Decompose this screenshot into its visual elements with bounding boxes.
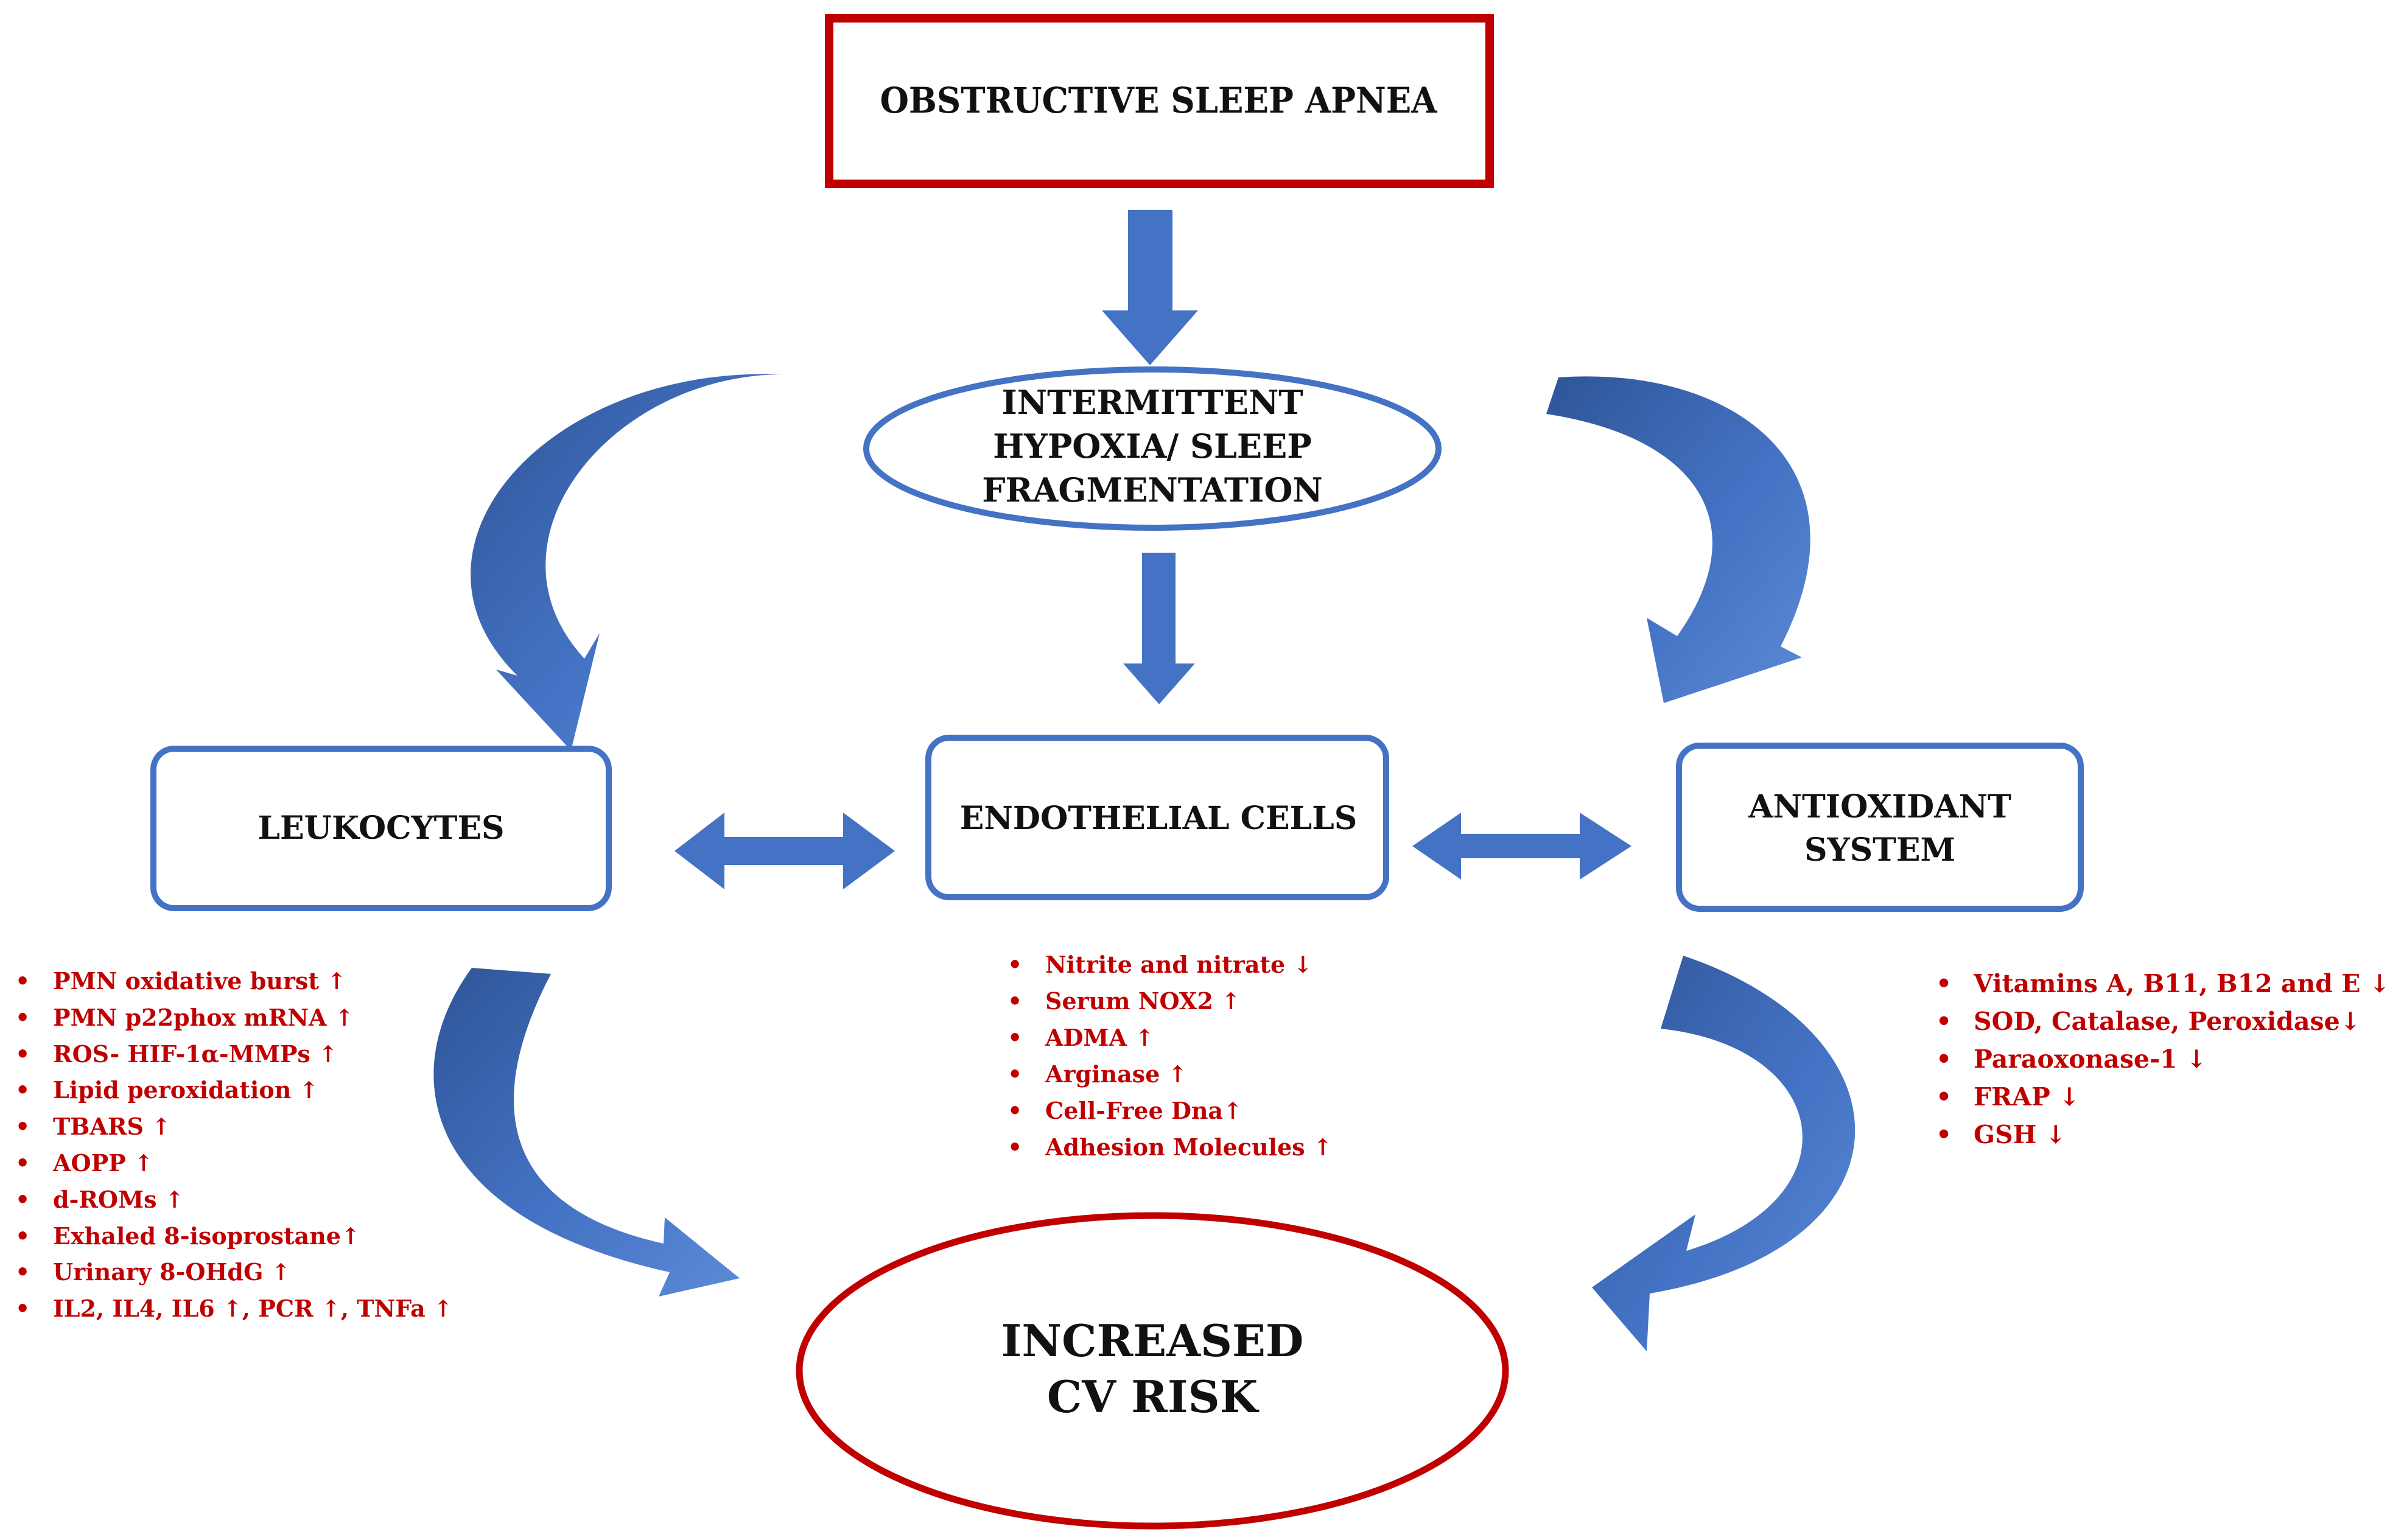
hypoxia-line-2: HYPOXIA/ SLEEP <box>993 427 1312 466</box>
cv-risk-line-1: INCREASED <box>1001 1315 1304 1367</box>
antioxidant-markers-list: Vitamins A, B11, B12 and E ↓ SOD, Catala… <box>1936 965 2390 1153</box>
list-item: ADMA ↑ <box>1008 1020 1333 1056</box>
list-item: FRAP ↓ <box>1936 1078 2390 1116</box>
curved-arrow-leukocytes-to-risk <box>433 968 740 1297</box>
cv-risk-line-2: CV RISK <box>1047 1371 1260 1423</box>
list-item: PMN oxidative burst ↑ <box>15 963 453 999</box>
list-item: AOPP ↑ <box>15 1145 453 1181</box>
leukocytes-label: LEUKOCYTES <box>258 810 504 847</box>
list-item: Vitamins A, B11, B12 and E ↓ <box>1936 965 2390 1003</box>
osa-label: OBSTRUCTIVE SLEEP APNEA <box>880 80 1438 121</box>
osa-box: OBSTRUCTIVE SLEEP APNEA <box>825 14 1494 188</box>
list-item: Exhaled 8-isoprostane↑ <box>15 1218 453 1255</box>
list-item: Nitrite and nitrate ↓ <box>1008 947 1333 983</box>
list-item: Urinary 8-OHdG ↑ <box>15 1254 453 1290</box>
list-item: Paraoxonase-1 ↓ <box>1936 1040 2390 1078</box>
hypoxia-ellipse: INTERMITTENT HYPOXIA/ SLEEP FRAGMENTATIO… <box>863 366 1442 531</box>
list-item: TBARS ↑ <box>15 1108 453 1145</box>
list-item: GSH ↓ <box>1936 1116 2390 1153</box>
arrow-down-hypoxia-to-endothelial <box>1123 553 1195 704</box>
cv-risk-ellipse: INCREASED CV RISK <box>796 1212 1509 1530</box>
list-item: Arginase ↑ <box>1008 1056 1333 1093</box>
list-item: Cell-Free Dna↑ <box>1008 1093 1333 1129</box>
antioxidant-line-1: ANTIOXIDANT <box>1748 788 2011 825</box>
list-item: PMN p22phox mRNA ↑ <box>15 999 453 1036</box>
double-arrow-endothelial-antioxidant <box>1412 813 1631 880</box>
leukocytes-box: LEUKOCYTES <box>150 746 612 911</box>
endothelial-markers-list: Nitrite and nitrate ↓ Serum NOX2 ↑ ADMA … <box>1008 947 1333 1166</box>
endothelial-box: ENDOTHELIAL CELLS <box>925 735 1389 900</box>
list-item: IL2, IL4, IL6 ↑, PCR ↑, TNFa ↑ <box>15 1290 453 1327</box>
list-item: Serum NOX2 ↑ <box>1008 983 1333 1020</box>
antioxidant-line-2: SYSTEM <box>1804 831 1955 869</box>
curved-arrow-to-leukocytes <box>471 374 781 751</box>
antioxidant-box: ANTIOXIDANT SYSTEM <box>1676 743 2084 912</box>
hypoxia-line-1: INTERMITTENT <box>1001 383 1303 422</box>
list-item: Adhesion Molecules ↑ <box>1008 1129 1333 1166</box>
list-item: ROS- HIF-1α-MMPs ↑ <box>15 1036 453 1073</box>
list-item: Lipid peroxidation ↑ <box>15 1072 453 1108</box>
curved-arrow-to-antioxidant <box>1546 376 1810 703</box>
leukocyte-markers-list: PMN oxidative burst ↑ PMN p22phox mRNA ↑… <box>15 963 453 1327</box>
hypoxia-line-3: FRAGMENTATION <box>982 471 1323 509</box>
double-arrow-leukocytes-endothelial <box>675 813 895 889</box>
list-item: d-ROMs ↑ <box>15 1181 453 1218</box>
list-item: SOD, Catalase, Peroxidase↓ <box>1936 1003 2390 1040</box>
arrow-down-osa-to-hypoxia <box>1102 210 1198 365</box>
curved-arrow-antioxidant-to-risk <box>1592 956 1856 1351</box>
endothelial-label: ENDOTHELIAL CELLS <box>960 800 1358 837</box>
